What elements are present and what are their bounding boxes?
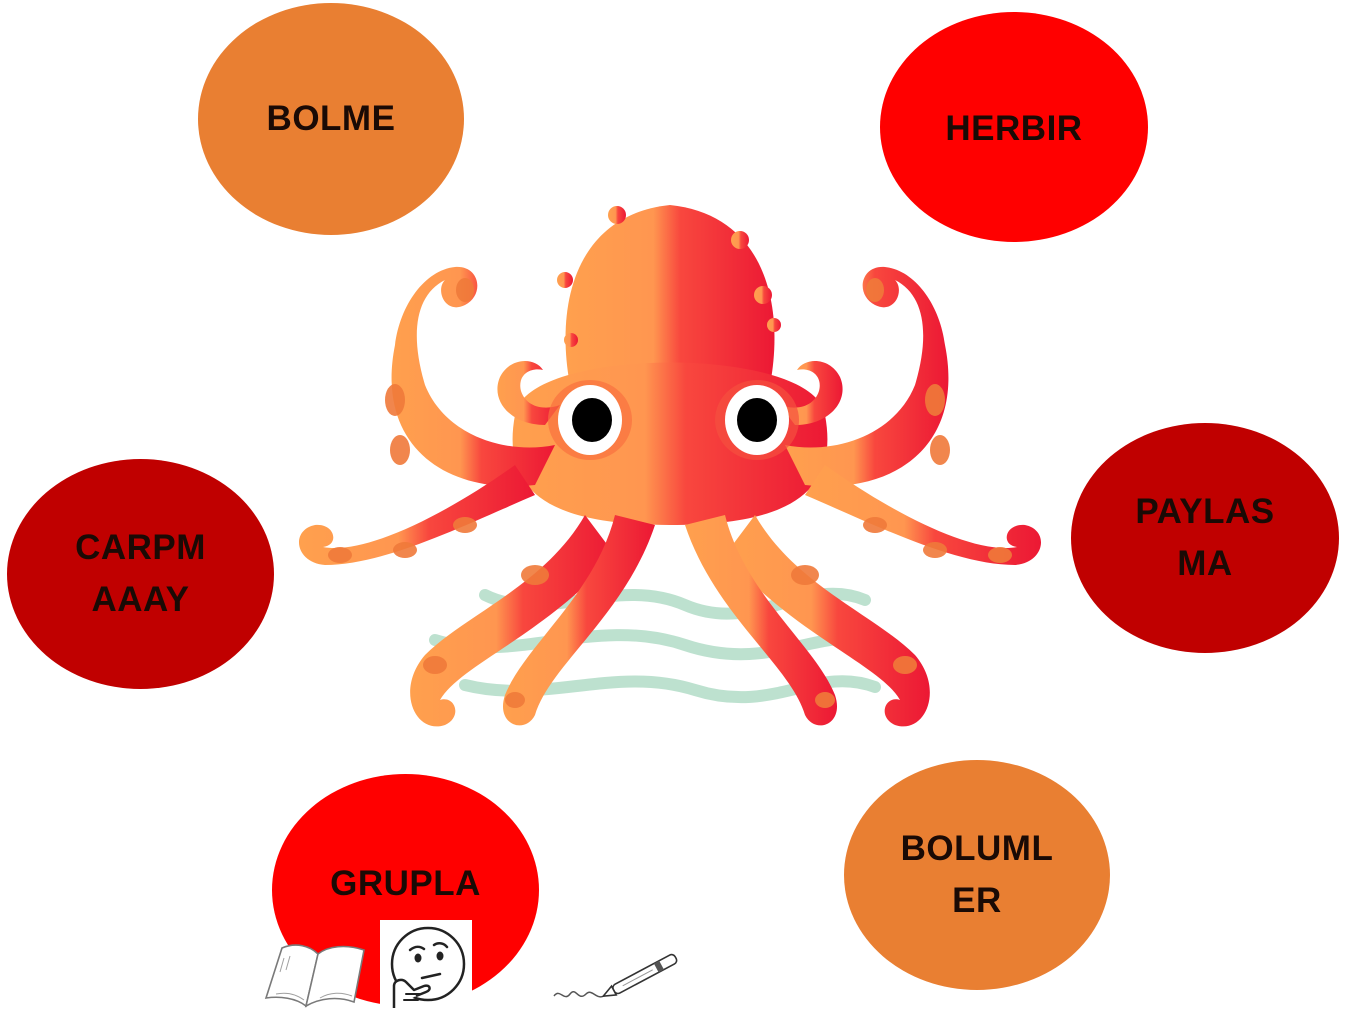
bubble-label: BOLUML ER — [901, 823, 1054, 927]
octopus-illustration — [285, 195, 1055, 755]
bubble-bolumler: BOLUML ER — [844, 760, 1110, 990]
bubble-label: CARPM AAAY — [75, 522, 206, 626]
bubble-herbir: HERBIR — [880, 12, 1148, 242]
bubble-bolme: BOLME — [198, 3, 464, 235]
bubble-carpma: CARPM AAAY — [7, 459, 274, 689]
bubble-paylasma: PAYLAS MA — [1071, 423, 1339, 653]
bubble-label: BOLME — [267, 93, 396, 145]
pen-icon — [548, 940, 688, 1008]
bubble-label: HERBIR — [945, 103, 1082, 155]
left-eye — [548, 380, 632, 460]
thinking-face-icon — [380, 920, 472, 1012]
thinking-face-panel — [380, 920, 472, 1012]
bubble-label: PAYLAS MA — [1135, 486, 1274, 590]
right-eye — [715, 380, 799, 460]
open-book-icon — [262, 936, 370, 1010]
